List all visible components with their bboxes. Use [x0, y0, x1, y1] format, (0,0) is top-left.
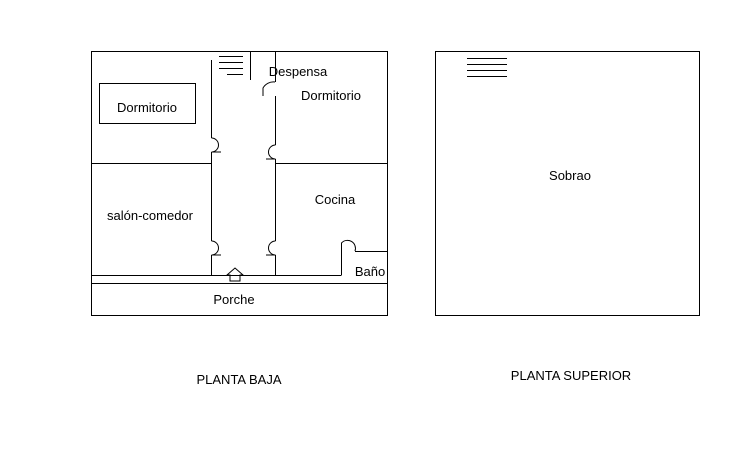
- plan-caption-upper: PLANTA SUPERIOR: [511, 368, 631, 383]
- ground-floor-plan: Dormitorio Despensa Dormitorio salón-com…: [91, 51, 388, 387]
- door-left-bedroom: [211, 137, 221, 153]
- entrance-arrow-icon: [225, 267, 245, 282]
- room-label-attic: Sobrao: [549, 168, 591, 183]
- room-label-bedroom-left: Dormitorio: [117, 100, 177, 115]
- bathroom-walls: [341, 251, 388, 275]
- door-living-dining: [211, 240, 221, 256]
- corridor-right-wall: [250, 51, 276, 275]
- room-label-porch: Porche: [213, 292, 254, 307]
- door-right-bedroom: [266, 144, 276, 160]
- room-label-living-dining: salón-comedor: [107, 208, 194, 223]
- stairs-icon-upper: [467, 58, 507, 77]
- room-label-pantry: Despensa: [269, 64, 328, 79]
- upper-floor-outline: [435, 51, 700, 316]
- door-pantry: [262, 81, 276, 96]
- upper-floor-plan: Sobrao PLANTA SUPERIOR: [435, 51, 700, 383]
- room-label-kitchen: Cocina: [315, 192, 356, 207]
- stairs-icon: [219, 56, 243, 75]
- room-label-bedroom-right: Dormitorio: [301, 88, 361, 103]
- plan-caption-ground: PLANTA BAJA: [196, 372, 281, 387]
- bed-rectangle: [99, 83, 196, 124]
- door-symbols: [211, 81, 356, 256]
- room-label-bathroom: Baño: [355, 264, 385, 279]
- door-kitchen: [266, 240, 276, 256]
- ground-floor-outline: [91, 51, 388, 316]
- door-bathroom: [341, 239, 356, 252]
